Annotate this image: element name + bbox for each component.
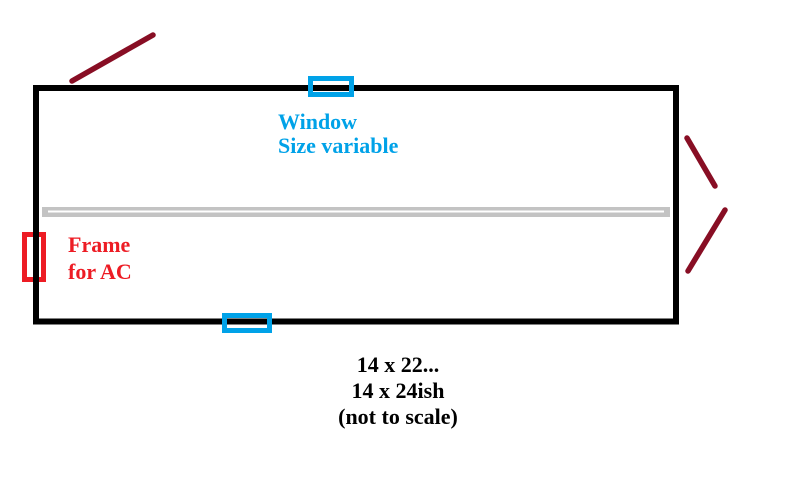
window-marker-top xyxy=(308,76,354,97)
brush-stroke-right-upper xyxy=(684,135,718,189)
window-label: Window Size variable xyxy=(278,110,398,158)
ac-frame-label: Frame for AC xyxy=(68,231,132,285)
dimensions-line1: 14 x 22... xyxy=(356,352,440,377)
window-marker-bottom xyxy=(222,313,272,333)
brush-stroke-top-left xyxy=(69,32,156,84)
ac-frame-label-line1: Frame xyxy=(68,232,131,257)
room-outline xyxy=(33,85,679,325)
dimensions-line3: (not to scale) xyxy=(338,404,458,429)
ac-frame-label-line2: for AC xyxy=(68,259,132,284)
dimensions-label: 14 x 22... 14 x 24ish (not to scale) xyxy=(298,352,498,430)
brush-stroke-right-lower xyxy=(685,207,728,274)
gray-rail-highlight xyxy=(48,210,664,213)
window-label-line1: Window xyxy=(278,109,358,134)
window-label-line2: Size variable xyxy=(278,133,399,158)
dimensions-line2: 14 x 24ish xyxy=(351,378,445,403)
